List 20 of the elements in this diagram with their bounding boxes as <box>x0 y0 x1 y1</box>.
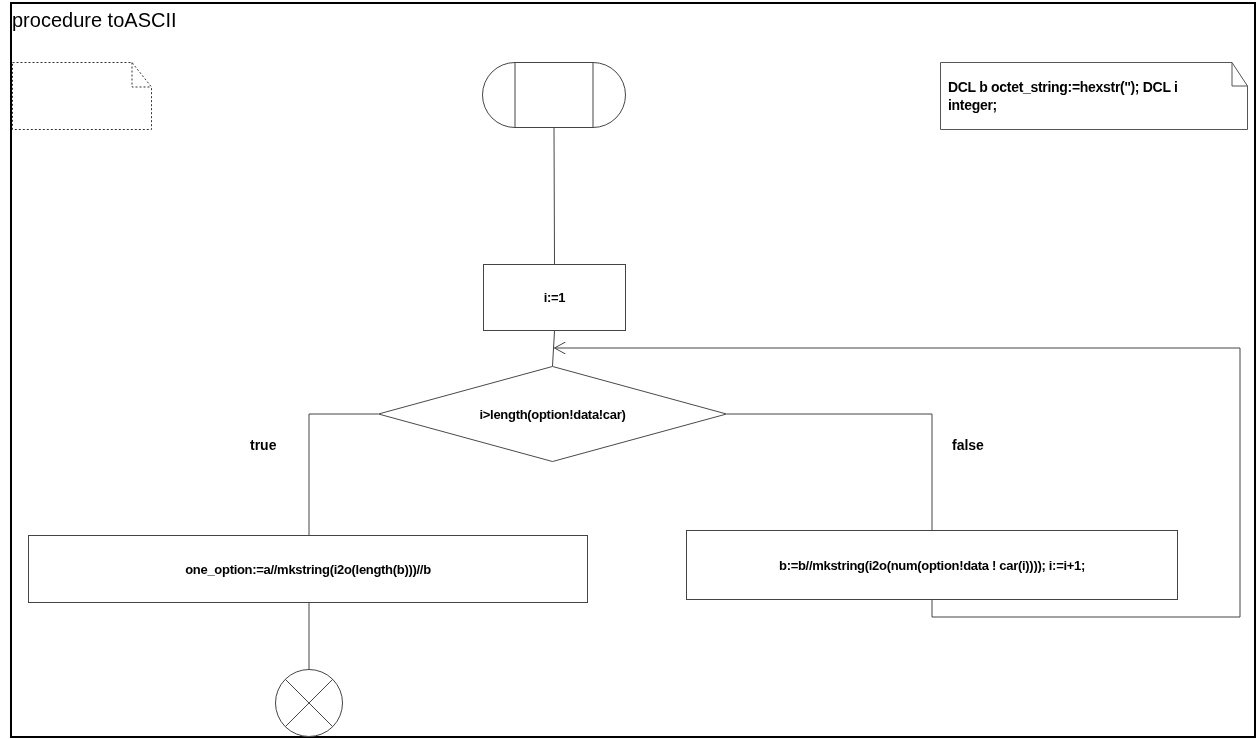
decision-diamond <box>378 366 727 462</box>
task-text: b:=b//mkstring(i2o(num(option!data ! car(i)))); i:=i+1; <box>779 556 1085 574</box>
task-box <box>483 264 626 331</box>
arrow <box>554 341 1241 618</box>
task-box <box>28 535 588 603</box>
declaration-note <box>940 62 1248 130</box>
return-symbol <box>274 669 344 737</box>
condition-text: i>length(option!data!car) <box>479 405 626 423</box>
flow-line <box>308 413 379 536</box>
task-box <box>686 530 1178 600</box>
task-text: i:=1 <box>543 289 566 306</box>
procedure-start-symbol <box>482 62 626 128</box>
comment-symbol <box>12 62 152 130</box>
flow-line <box>552 330 555 367</box>
flow-line <box>726 413 933 531</box>
declaration-text: DCL b octet_string:=hexstr(''); DCL i integer; <box>948 78 1179 114</box>
flow-line <box>308 602 310 670</box>
flow-line <box>553 127 555 265</box>
task-text: one_option:=a//mkstring(i2o(length(b)))//b <box>185 560 431 578</box>
diagram-title: procedure toASCII <box>12 8 177 32</box>
